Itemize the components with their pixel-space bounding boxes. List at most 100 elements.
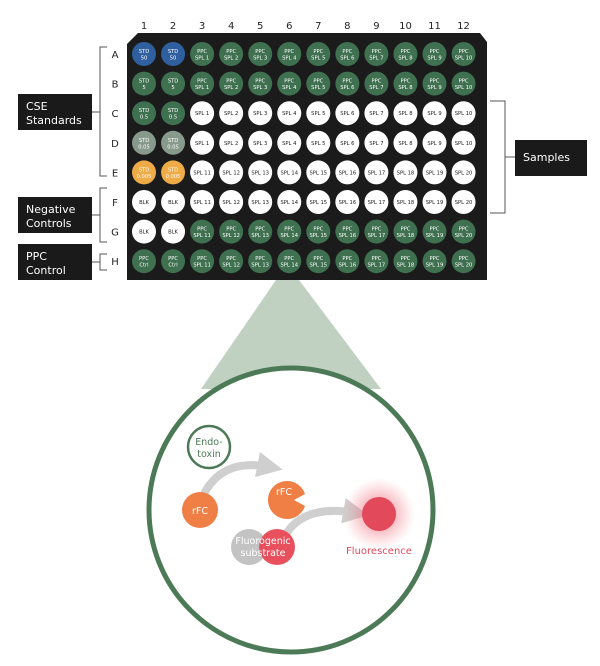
- well-label-bottom: SPL 7: [369, 56, 383, 62]
- well-label: SPL 1: [195, 111, 209, 117]
- well-label-top: STD: [168, 79, 178, 85]
- negative-controls-bracket: [92, 187, 107, 243]
- well-circle: [451, 71, 476, 96]
- well-label: SPL 11: [193, 200, 211, 206]
- negative-controls-line2: Controls: [26, 217, 72, 230]
- well-label: SPL 4: [282, 141, 297, 147]
- well-label-bottom: SPL 6: [340, 56, 354, 62]
- column-label: 8: [344, 21, 350, 32]
- well: SPL 6: [335, 101, 360, 126]
- well-label: SPL 19: [426, 170, 444, 176]
- endotoxin-label-2: toxin: [197, 449, 221, 460]
- well-label-top: PPC: [401, 79, 411, 85]
- well-circle: [132, 249, 156, 274]
- well-circle: [277, 101, 302, 126]
- well-circle: [219, 249, 244, 274]
- well-label-top: PPC: [197, 256, 207, 262]
- well: SPL 5: [306, 130, 331, 155]
- well-label-bottom: SPL 15: [310, 263, 328, 269]
- well: SPL 1: [190, 101, 215, 126]
- column-label: 5: [257, 21, 263, 32]
- ppc-control-label: PPC Control: [18, 244, 92, 280]
- well-label-bottom: SPL 20: [455, 263, 473, 269]
- well-label-top: STD: [168, 108, 178, 114]
- well-label-top: PPC: [401, 227, 411, 233]
- cse-standards-label: CSE Standards: [18, 94, 92, 130]
- well-label: SPL 9: [427, 111, 441, 117]
- well-circle: [306, 42, 331, 66]
- well-label: SPL 16: [339, 170, 357, 176]
- well-circle: [132, 130, 156, 155]
- well: SPL 17: [364, 160, 389, 185]
- well-label-top: PPC: [430, 227, 440, 233]
- well-circle: [219, 42, 244, 66]
- well-circle: [364, 71, 389, 96]
- well-circle: [364, 101, 389, 126]
- well: SPL 15: [306, 190, 331, 214]
- well-label: BLK: [168, 230, 178, 236]
- well-circle: [306, 160, 331, 185]
- well-circle: [277, 42, 302, 66]
- row-label: G: [111, 228, 119, 239]
- well-label-bottom: SPL 4: [282, 56, 297, 62]
- row-label: A: [112, 50, 119, 61]
- well-label-bottom: SPL 1: [195, 85, 209, 91]
- well-circle: [132, 71, 156, 96]
- well: SPL 4: [277, 101, 302, 126]
- well-circle: [161, 101, 186, 126]
- well-label-bottom: SPL 16: [339, 233, 357, 239]
- rfc-active-label: rFC: [276, 487, 292, 498]
- well-label-top: PPC: [226, 256, 236, 262]
- well-label: SPL 3: [253, 111, 267, 117]
- well: BLK: [132, 219, 156, 244]
- well-label: SPL 20: [455, 200, 473, 206]
- well-circle: [248, 42, 273, 66]
- well-label-top: PPC: [430, 256, 440, 262]
- well-label: SPL 20: [455, 170, 473, 176]
- well-circle: [219, 101, 244, 126]
- well-label-bottom: SPL 19: [426, 263, 444, 269]
- well-label-bottom: SPL 1: [195, 56, 209, 62]
- well: SPL 9: [422, 130, 447, 155]
- well-label-top: STD: [139, 167, 149, 173]
- well-label: SPL 5: [311, 141, 325, 147]
- well-circle: [219, 190, 244, 214]
- well: BLK: [161, 219, 186, 244]
- well-label: SPL 18: [397, 170, 415, 176]
- well: SPL 5: [306, 101, 331, 126]
- well: BLK: [161, 190, 186, 214]
- well-label-top: PPC: [226, 49, 236, 55]
- ppc-control-line1: PPC: [26, 250, 47, 263]
- well-circle: [451, 219, 476, 244]
- well-circle: [335, 101, 360, 126]
- well: SPL 16: [335, 190, 360, 214]
- well-label-bottom: 0.5: [169, 115, 177, 121]
- well-label-top: STD: [139, 108, 149, 114]
- well: BLK: [132, 190, 156, 214]
- well-circle: [190, 160, 215, 185]
- well-label-bottom: SPL 10: [455, 56, 473, 62]
- well-label-top: PPC: [430, 49, 440, 55]
- well-label-top: PPC: [284, 227, 294, 233]
- well-circle: [161, 160, 186, 185]
- well-circle: [190, 71, 215, 96]
- well-circle: [393, 160, 418, 185]
- well: SPL 2: [219, 101, 244, 126]
- well-label: BLK: [139, 230, 149, 236]
- well: SPL 14: [277, 190, 302, 214]
- column-label: 2: [170, 21, 176, 32]
- rfc-active: [267, 481, 305, 519]
- well-circle: [190, 219, 215, 244]
- well-circle: [422, 130, 447, 155]
- well-label-bottom: SPL 17: [368, 263, 386, 269]
- well-circle: [393, 130, 418, 155]
